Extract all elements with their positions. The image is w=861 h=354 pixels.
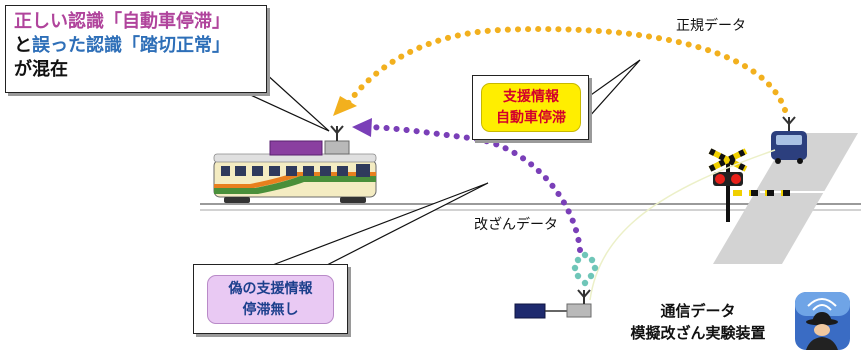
tampered-data-label: 改ざんデータ: [474, 217, 558, 233]
antenna-icon: [577, 289, 591, 304]
legit-data-label: 正規データ: [676, 18, 746, 34]
support-info-panel: 支援情報 自動車停滞: [481, 83, 581, 132]
railroad-crossing-icon: [708, 148, 748, 222]
callout-top-pointer: [264, 72, 330, 132]
fake-info-value: 停滞無し: [242, 302, 299, 318]
tampering-device-icon: [514, 303, 592, 319]
legit-data-arrow: [342, 26, 788, 113]
hacker-icon: [795, 292, 850, 350]
mixed-text: が混在: [14, 59, 68, 80]
faint-signal-path: [589, 149, 776, 301]
wrong-recognition-prefix: と: [14, 35, 32, 56]
crossing-road: [713, 133, 858, 264]
callout-support-info: 支援情報 自動車停滞: [472, 75, 589, 140]
device-name-line1: 通信データ: [660, 302, 736, 320]
train-icon: [213, 140, 377, 203]
device-name: 通信データ 模擬改ざん実験装置: [612, 300, 784, 344]
antenna-icon: [782, 116, 796, 131]
callout-recognition: 正しい認識「自動車停滞」 と誤った認識「踏切正常」 が混在: [5, 5, 267, 93]
correct-recognition-text: 正しい認識「自動車停滞」: [14, 11, 230, 32]
car-icon: [771, 131, 807, 164]
callout-support-pointer: [587, 59, 641, 120]
tampered-arrowhead: [352, 118, 372, 137]
fake-info-panel: 偽の支援情報 停滞無し: [207, 275, 334, 324]
legit-arrowhead: [333, 96, 357, 116]
wrong-recognition-line: と誤った認識「踏切正常」: [14, 34, 258, 58]
support-info-value: 自動車停滞: [496, 110, 566, 126]
wrong-recognition-text: 誤った認識「踏切正常」: [32, 35, 230, 56]
device-name-line2: 模擬改ざん実験装置: [630, 324, 766, 342]
antenna-icon: [330, 125, 344, 141]
support-info-title: 支援情報: [503, 89, 559, 105]
signal-dots: [571, 251, 599, 287]
callout-fake-info: 偽の支援情報 停滞無し: [193, 264, 348, 334]
callout-top-pointer-2: [243, 91, 330, 132]
fake-info-title: 偽の支援情報: [228, 281, 313, 297]
